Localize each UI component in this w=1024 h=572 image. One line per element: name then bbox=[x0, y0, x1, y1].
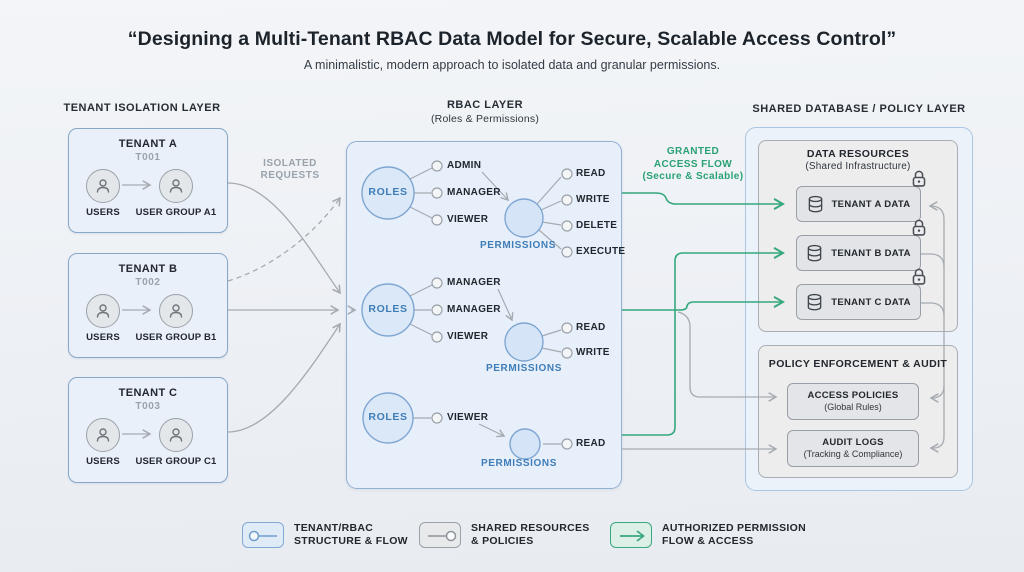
person-icon bbox=[169, 304, 183, 318]
tenant-a-name: TENANT A bbox=[118, 138, 178, 150]
role-label: VIEWER bbox=[447, 214, 489, 225]
database-icon bbox=[807, 293, 822, 310]
tenant-c-data-label: TENANT C DATA bbox=[831, 296, 911, 308]
legend-tenant-rbac-label: TENANT/RBAC STRUCTURE & FLOW bbox=[294, 522, 408, 547]
users-avatar bbox=[86, 294, 120, 328]
user-group-avatar bbox=[159, 418, 193, 452]
arrow-icon bbox=[620, 530, 645, 542]
granted-access-flow-label: GRANTED ACCESS FLOW (Secure & Scalable) bbox=[642, 146, 744, 182]
tenant-a-data-item: TENANT A DATA bbox=[796, 186, 921, 222]
tenant-to-rbac-connectors bbox=[227, 182, 357, 433]
users-label: USERS bbox=[86, 332, 120, 343]
tenant-b-data-item: TENANT B DATA bbox=[796, 235, 921, 271]
access-policies-subtitle: (Global Rules) bbox=[824, 401, 882, 412]
permission-label: READ bbox=[576, 438, 606, 449]
permission-label: WRITE bbox=[576, 347, 610, 358]
column-header-shared-layer: SHARED DATABASE / POLICY LAYER bbox=[752, 103, 966, 115]
permission-label: READ bbox=[576, 322, 606, 333]
role-label: ADMIN bbox=[447, 160, 482, 171]
role-label: MANAGER bbox=[447, 304, 501, 315]
policy-audit-title: POLICY ENFORCEMENT & AUDIT bbox=[768, 358, 948, 370]
person-icon bbox=[169, 428, 183, 442]
audit-logs-item: AUDIT LOGS (Tracking & Compliance) bbox=[787, 430, 919, 467]
user-group-avatar bbox=[159, 169, 193, 203]
page-subtitle: A minimalistic, modern approach to isola… bbox=[303, 58, 721, 72]
lock-icon bbox=[909, 266, 929, 292]
user-group-label: USER GROUP B1 bbox=[135, 332, 217, 343]
lock-icon bbox=[909, 168, 929, 194]
permissions-circle-label: PERMISSIONS bbox=[479, 240, 557, 251]
database-icon bbox=[807, 244, 822, 261]
column-header-rbac-sub: (Roles & Permissions) bbox=[430, 113, 540, 125]
database-icon bbox=[808, 195, 822, 212]
role-label: VIEWER bbox=[447, 331, 489, 342]
access-policies-item: ACCESS POLICIES (Global Rules) bbox=[787, 383, 919, 420]
legend-shared-resources-swatch bbox=[419, 522, 461, 548]
page-title: “Designing a Multi-Tenant RBAC Data Mode… bbox=[127, 28, 897, 50]
role-label: MANAGER bbox=[447, 277, 501, 288]
legend-authorized-flow-label: AUTHORIZED PERMISSION FLOW & ACCESS bbox=[662, 522, 806, 547]
role-label: VIEWER bbox=[447, 412, 489, 423]
line-circle-icon bbox=[428, 530, 457, 542]
permission-label: DELETE bbox=[576, 220, 618, 231]
legend-tenant-rbac-swatch bbox=[242, 522, 284, 548]
tenant-b-code: T002 bbox=[135, 277, 161, 288]
permissions-circle-label: PERMISSIONS bbox=[480, 458, 558, 469]
data-resources-subtitle: (Shared Infrastructure) bbox=[805, 161, 911, 172]
tenant-c-box: TENANT C T003 USERS USER GROUP C1 bbox=[68, 377, 228, 483]
users-label: USERS bbox=[86, 207, 120, 218]
audit-logs-subtitle: (Tracking & Compliance) bbox=[803, 448, 903, 459]
person-icon bbox=[96, 179, 110, 193]
roles-circle-label: ROLES bbox=[368, 186, 408, 198]
roles-circle-label: ROLES bbox=[368, 303, 408, 315]
column-header-tenant-layer: TENANT ISOLATION LAYER bbox=[63, 102, 221, 114]
tenant-c-name: TENANT C bbox=[118, 387, 178, 399]
permission-label: READ bbox=[576, 168, 606, 179]
legend-authorized-flow-swatch bbox=[610, 522, 652, 548]
tenant-a-box: TENANT A T001 USERS USER GROUP A1 bbox=[68, 128, 228, 233]
user-group-label: USER GROUP C1 bbox=[135, 456, 217, 467]
tenant-a-data-label: TENANT A DATA bbox=[831, 198, 911, 210]
users-avatar bbox=[86, 418, 120, 452]
users-avatar bbox=[86, 169, 120, 203]
audit-logs-title: AUDIT LOGS bbox=[822, 437, 884, 448]
tenant-c-data-item: TENANT C DATA bbox=[796, 284, 921, 320]
permissions-circle-label: PERMISSIONS bbox=[485, 363, 563, 374]
tenant-a-code: T001 bbox=[135, 152, 161, 163]
roles-circle-label: ROLES bbox=[368, 411, 408, 423]
data-resources-title: DATA RESOURCES bbox=[806, 148, 910, 160]
user-group-label: USER GROUP A1 bbox=[135, 207, 217, 218]
lock-icon bbox=[909, 217, 929, 243]
tenant-b-data-label: TENANT B DATA bbox=[831, 247, 911, 259]
circle-line-icon bbox=[248, 530, 277, 542]
tenant-c-code: T003 bbox=[135, 401, 161, 412]
legend-shared-resources-label: SHARED RESOURCES & POLICIES bbox=[471, 522, 590, 547]
person-icon bbox=[96, 428, 110, 442]
person-icon bbox=[169, 179, 183, 193]
column-header-rbac-layer: RBAC LAYER bbox=[446, 99, 524, 111]
user-group-avatar bbox=[159, 294, 193, 328]
permission-label: EXECUTE bbox=[576, 246, 626, 257]
tenant-b-name: TENANT B bbox=[118, 263, 178, 275]
users-label: USERS bbox=[86, 456, 120, 467]
isolated-requests-label: ISOLATED REQUESTS bbox=[260, 158, 320, 181]
tenant-b-box: TENANT B T002 USERS USER GROUP B1 bbox=[68, 253, 228, 358]
access-policies-title: ACCESS POLICIES bbox=[807, 390, 899, 401]
person-icon bbox=[96, 304, 110, 318]
permission-label: WRITE bbox=[576, 194, 610, 205]
role-label: MANAGER bbox=[447, 187, 501, 198]
